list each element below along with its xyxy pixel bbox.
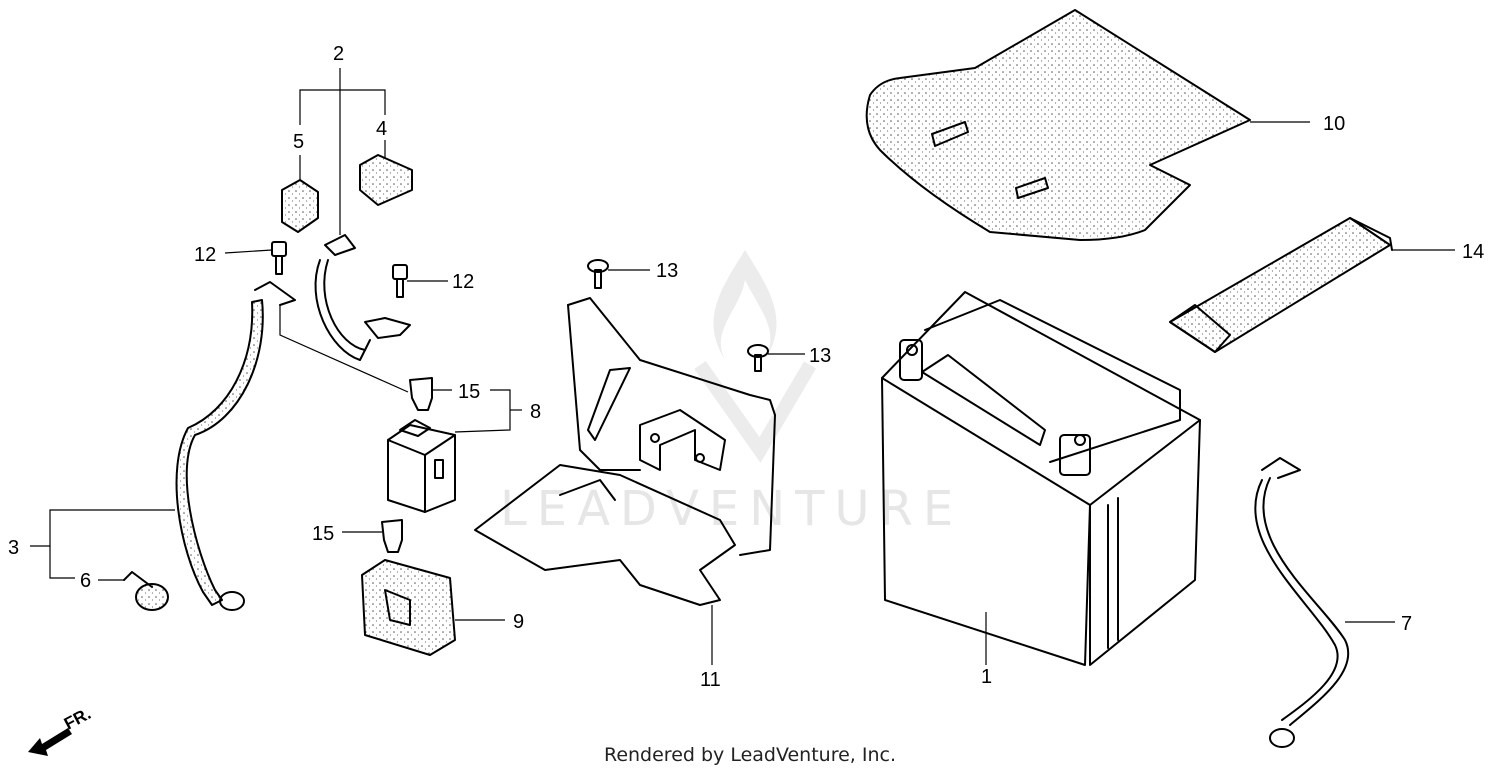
- part-13-bolt-b[interactable]: [747, 344, 769, 372]
- callout-4: 4: [376, 118, 387, 140]
- part-14-battery-band[interactable]: [1169, 217, 1393, 353]
- part-3-battery-cable[interactable]: [175, 281, 296, 611]
- part-4-terminal-cover[interactable]: [359, 154, 413, 206]
- part-2-starter-cable[interactable]: [314, 234, 411, 361]
- callout-12-right: 12: [452, 271, 474, 293]
- part-7-negative-cable[interactable]: [1254, 457, 1350, 748]
- callout-labels: 2 5 4 12 12 13 13 10 14 15 8 15 3 6 9 11…: [8, 43, 1484, 691]
- part-8-starter-relay[interactable]: [387, 419, 456, 513]
- part-12-bolt-a[interactable]: [271, 241, 287, 275]
- watermark-text: LEADVENTURE: [500, 481, 963, 537]
- callout-14: 14: [1462, 241, 1484, 263]
- front-arrow-icon: [28, 728, 72, 756]
- callout-8: 8: [530, 401, 541, 423]
- callout-9: 9: [513, 611, 524, 633]
- callout-15-bottom: 15: [312, 523, 334, 545]
- callout-13-mid: 13: [809, 345, 831, 367]
- callout-12-left: 12: [194, 244, 216, 266]
- callout-5: 5: [293, 131, 304, 153]
- callout-10: 10: [1323, 113, 1345, 135]
- part-12-bolt-b[interactable]: [392, 264, 408, 298]
- part-9-relay-cover[interactable]: [361, 559, 456, 656]
- front-label: FR.: [61, 704, 94, 734]
- part-5-terminal-cover[interactable]: [281, 179, 319, 233]
- part-13-bolt-a[interactable]: [587, 259, 609, 289]
- leader-lines: [30, 68, 1455, 665]
- callout-11: 11: [700, 669, 721, 691]
- watermark: LEADVENTURE: [500, 250, 963, 537]
- callout-3: 3: [8, 537, 19, 559]
- callout-6: 6: [80, 570, 91, 592]
- part-15-fuse-a[interactable]: [409, 377, 433, 411]
- part-10-battery-mat[interactable]: [865, 9, 1251, 241]
- part-11-battery-holder[interactable]: [474, 297, 776, 606]
- part-6-terminal-bolt[interactable]: [123, 571, 169, 611]
- callout-2: 2: [333, 43, 344, 65]
- callout-13-top: 13: [656, 260, 678, 282]
- callout-15-top: 15: [458, 381, 480, 403]
- part-15-fuse-b[interactable]: [381, 519, 403, 553]
- callout-1: 1: [981, 666, 992, 688]
- callout-7: 7: [1401, 613, 1412, 635]
- footer-credit: Rendered by LeadVenture, Inc.: [603, 744, 897, 766]
- part-1-battery[interactable]: [881, 291, 1201, 666]
